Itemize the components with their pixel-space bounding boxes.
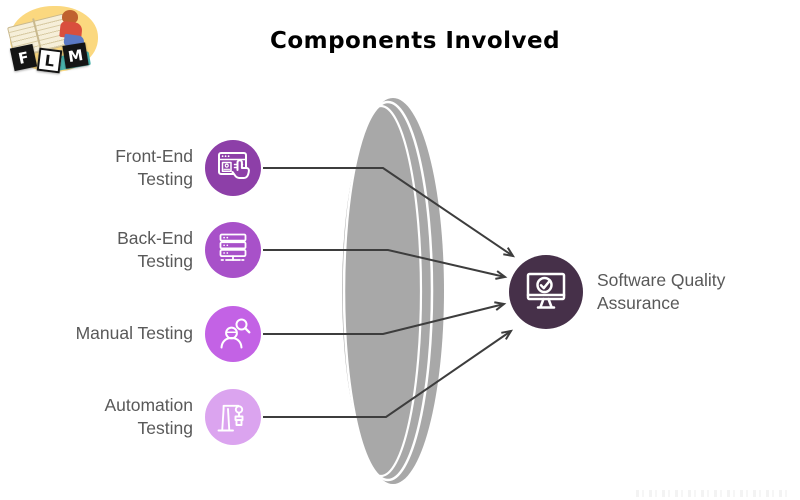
- pointing-hand-glyph: [231, 159, 250, 179]
- reading-child-icon: [62, 10, 78, 24]
- manual-testing-bubble: [205, 306, 261, 362]
- label-line: Manual Testing: [75, 323, 193, 343]
- browser-test-icon: [205, 140, 261, 196]
- label-back-end-testing: Back-End Testing: [23, 227, 193, 273]
- person-search-icon: [205, 306, 261, 362]
- label-manual-testing: Manual Testing: [23, 322, 193, 345]
- automation-testing-bubble: [205, 389, 261, 445]
- arrow-front-end: [263, 167, 516, 258]
- label-line: Testing: [137, 169, 193, 189]
- page-title: Components Involved: [269, 28, 561, 54]
- lens-shape: [339, 98, 444, 484]
- label-line: Front-End: [115, 146, 193, 166]
- flm-logo: F L M: [4, 2, 104, 80]
- software-quality-assurance-bubble: [509, 255, 583, 329]
- back-end-testing-bubble: [205, 222, 261, 278]
- connector-arrows: [263, 167, 516, 418]
- label-line: Assurance: [597, 293, 680, 313]
- monitor-check-icon: [509, 255, 583, 329]
- robot-arm-icon: [205, 389, 261, 445]
- label-line: Testing: [137, 418, 193, 438]
- watermark: [636, 490, 788, 497]
- label-software-quality-assurance: Software Quality Assurance: [597, 269, 767, 315]
- arrow-automation: [263, 329, 514, 418]
- label-line: Back-End: [117, 228, 193, 248]
- label-line: Testing: [137, 251, 193, 271]
- label-front-end-testing: Front-End Testing: [23, 145, 193, 191]
- server-icon: [205, 222, 261, 278]
- front-end-testing-bubble: [205, 140, 261, 196]
- label-line: Automation: [104, 395, 193, 415]
- label-automation-testing: Automation Testing: [23, 394, 193, 440]
- arrow-manual: [263, 301, 507, 335]
- arrow-back-end: [263, 249, 508, 280]
- label-line: Software Quality: [597, 270, 726, 290]
